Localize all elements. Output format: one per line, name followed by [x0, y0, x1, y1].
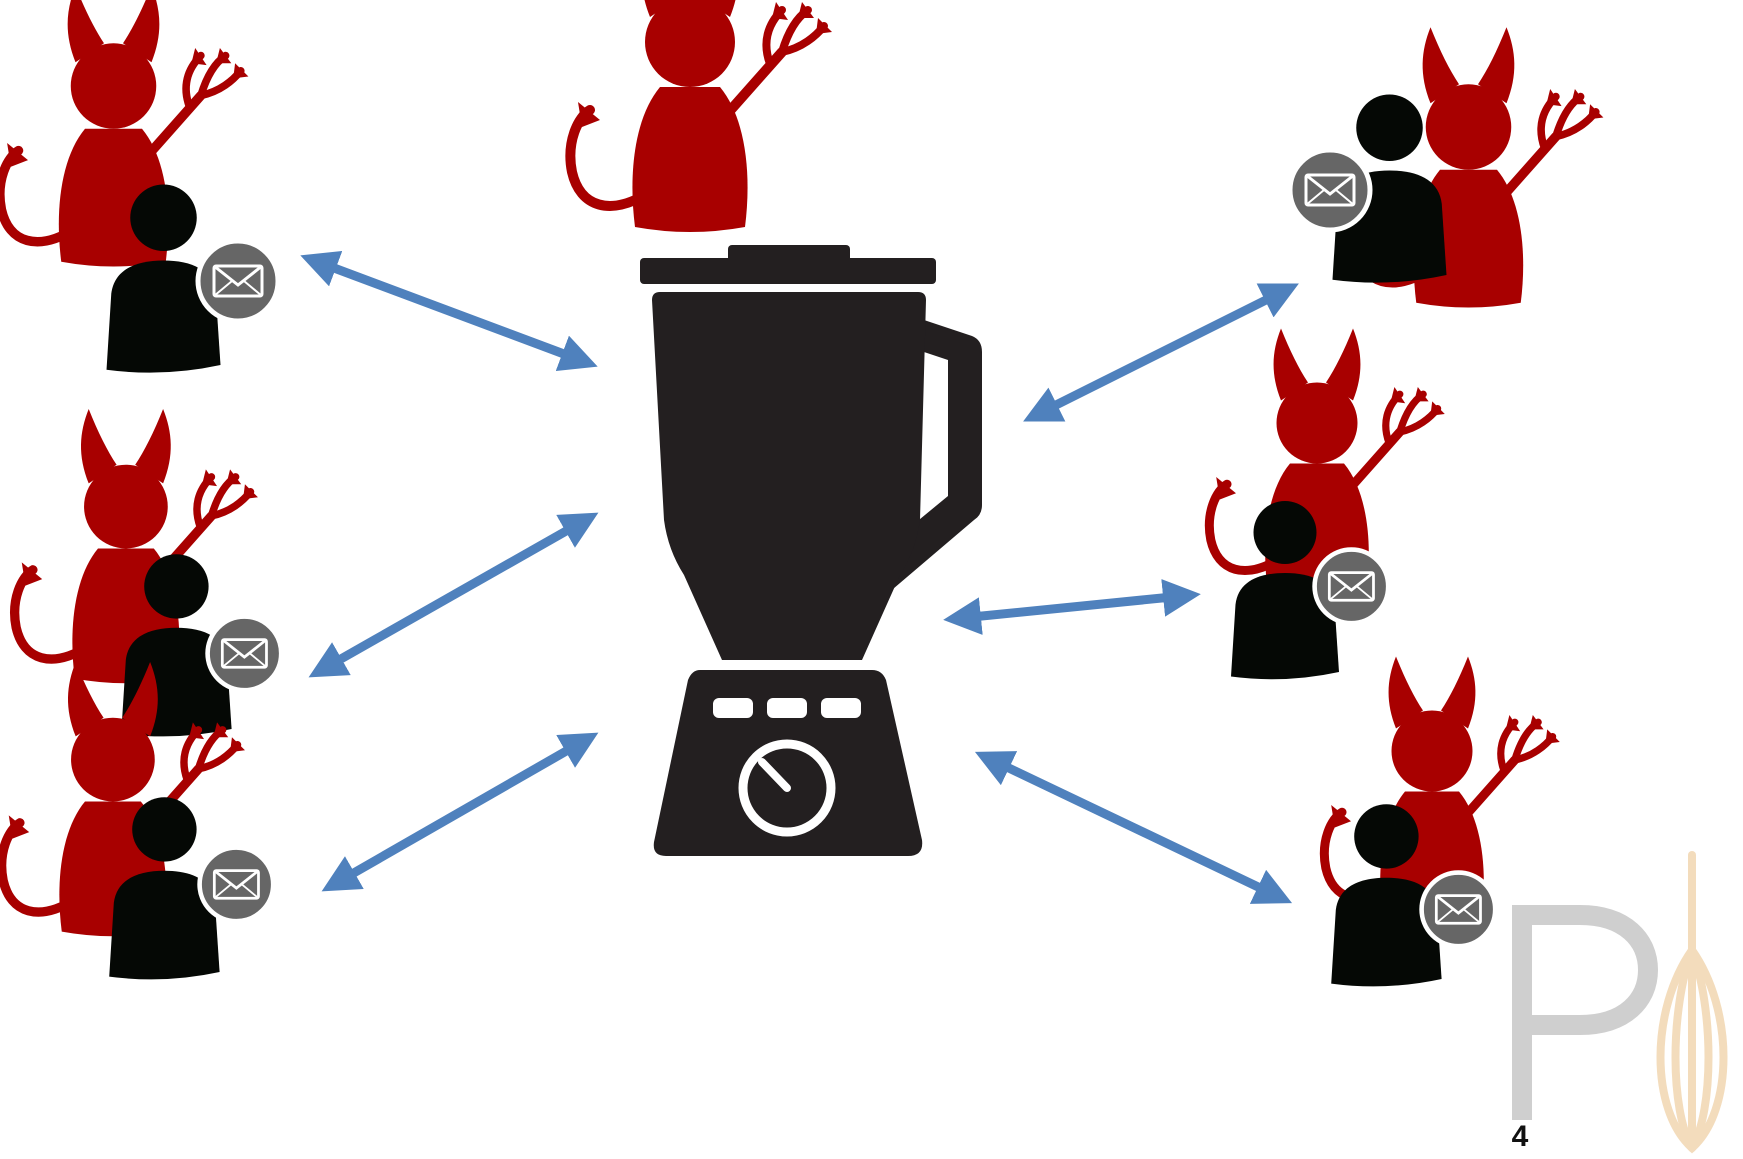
logo [1512, 855, 1724, 1148]
participant-top-right [1290, 27, 1603, 307]
envelope-icon [1422, 873, 1496, 947]
central-devil [570, 0, 832, 232]
devil-icon [570, 0, 832, 232]
blender-icon [640, 245, 982, 856]
envelope-icon [198, 241, 278, 321]
participant-top-left [0, 0, 278, 373]
envelope-icon [1290, 150, 1370, 230]
participant-middle-right [1209, 329, 1444, 680]
envelope-icon [200, 848, 274, 922]
participant-bottom-left [2, 662, 274, 979]
blender-button-2 [767, 698, 807, 718]
arrow-top-right [1040, 292, 1282, 413]
page-number: 4 [1500, 1122, 1540, 1152]
blender-button-1 [713, 698, 753, 718]
arrow-bottom-left [338, 742, 582, 882]
arrow-top-left [318, 262, 580, 360]
envelope-icon [1315, 550, 1389, 624]
whisk-icon [1661, 855, 1724, 1148]
blender-button-3 [821, 698, 861, 718]
arrow-middle-right [962, 596, 1182, 618]
devil-icon [0, 0, 248, 267]
arrow-bottom-right [992, 760, 1275, 895]
envelope-icon [208, 617, 282, 691]
devil-icon [1209, 329, 1444, 595]
arrow-middle-left [325, 522, 582, 668]
logo-letter-p [1512, 905, 1648, 1120]
